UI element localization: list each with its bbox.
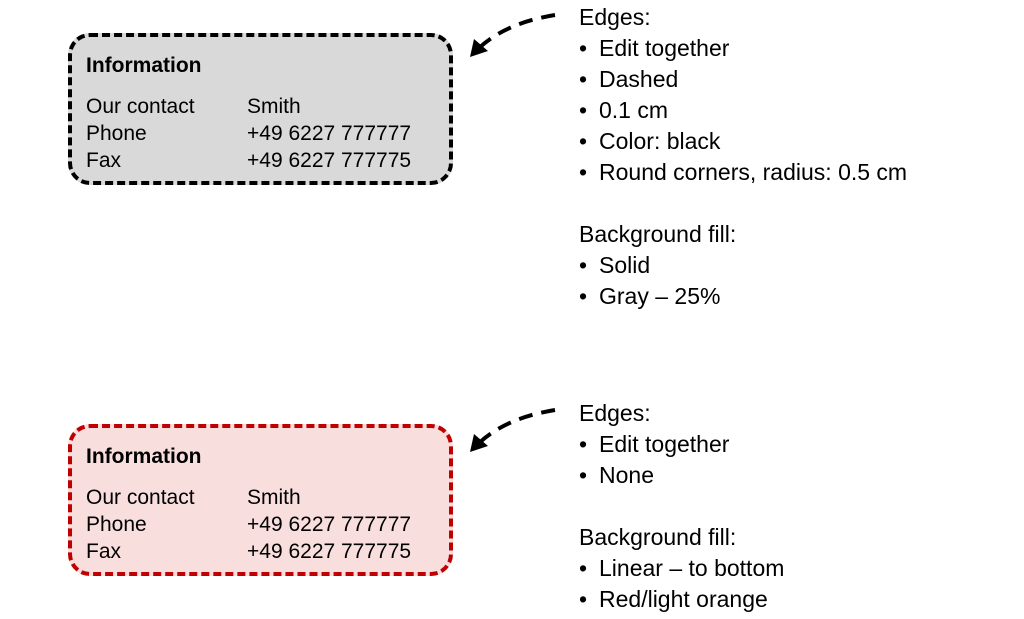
fax-value: +49 6227 777775 xyxy=(247,540,412,563)
fax-label: Fax xyxy=(86,540,122,563)
note-text: Edit together xyxy=(599,35,730,61)
fax-label: Fax xyxy=(86,149,122,172)
note-item: • None xyxy=(579,460,784,491)
note-text: Solid xyxy=(599,252,651,278)
bullet-icon: • xyxy=(579,128,588,154)
bullet-icon: • xyxy=(579,462,588,488)
info-card-red: Information Our contact Smith Phone +49 … xyxy=(68,424,453,576)
note-item: • 0.1 cm xyxy=(579,95,907,126)
fax-row: Fax +49 6227 777775 xyxy=(86,538,426,565)
bullet-icon: • xyxy=(579,283,588,309)
fax-row: Fax +49 6227 777775 xyxy=(86,147,426,174)
contact-label: Our contact xyxy=(86,95,195,118)
contact-row: Our contact Smith xyxy=(86,484,426,511)
phone-label: Phone xyxy=(86,513,147,536)
phone-row: Phone +49 6227 777777 xyxy=(86,120,426,147)
bullet-icon: • xyxy=(579,431,588,457)
pointer-arrow-icon xyxy=(470,408,556,452)
bullet-icon: • xyxy=(579,252,588,278)
contact-label: Our contact xyxy=(86,486,195,509)
note-text: None xyxy=(599,462,654,488)
bullet-icon: • xyxy=(579,586,588,612)
info-card-gray: Information Our contact Smith Phone +49 … xyxy=(68,33,453,185)
bullet-icon: • xyxy=(579,555,588,581)
card-title: Information xyxy=(86,445,202,468)
card-title: Information xyxy=(86,54,202,77)
note-text: Edit together xyxy=(599,431,730,457)
note-text: Color: black xyxy=(599,128,721,154)
note-item: • Round corners, radius: 0.5 cm xyxy=(579,157,907,188)
note-text: Linear – to bottom xyxy=(599,555,785,581)
phone-row: Phone +49 6227 777777 xyxy=(86,511,426,538)
note-text: Dashed xyxy=(599,66,679,92)
edges-heading: Edges: xyxy=(579,4,651,30)
bullet-icon: • xyxy=(579,66,588,92)
note-text: Red/light orange xyxy=(599,586,768,612)
bullet-icon: • xyxy=(579,97,588,123)
fill-heading: Background fill: xyxy=(579,524,737,550)
phone-value: +49 6227 777777 xyxy=(247,122,412,145)
phone-value: +49 6227 777777 xyxy=(247,513,412,536)
note-item: • Gray – 25% xyxy=(579,281,907,312)
notes-block-1: Edges: • Edit together • Dashed • 0.1 cm • C… xyxy=(579,2,907,312)
note-item: • Dashed xyxy=(579,64,907,95)
note-item: • Edit together xyxy=(579,429,784,460)
contact-value: Smith xyxy=(247,486,301,509)
phone-label: Phone xyxy=(86,122,147,145)
note-item: • Red/light orange xyxy=(579,584,784,615)
note-item: • Linear – to bottom xyxy=(579,553,784,584)
pointer-arrow-icon xyxy=(470,13,556,57)
notes-block-2: Edges: • Edit together • None Background f… xyxy=(579,398,784,615)
note-text: Gray – 25% xyxy=(599,283,721,309)
spacer xyxy=(579,491,784,522)
fax-value: +49 6227 777775 xyxy=(247,149,412,172)
spacer xyxy=(579,188,907,219)
note-text: 0.1 cm xyxy=(599,97,669,123)
bullet-icon: • xyxy=(579,159,588,185)
note-item: • Solid xyxy=(579,250,907,281)
note-item: • Edit together xyxy=(579,33,907,64)
bullet-icon: • xyxy=(579,35,588,61)
edges-heading: Edges: xyxy=(579,400,651,426)
note-text: Round corners, radius: 0.5 cm xyxy=(599,159,908,185)
note-item: • Color: black xyxy=(579,126,907,157)
contact-row: Our contact Smith xyxy=(86,93,426,120)
fill-heading: Background fill: xyxy=(579,221,737,247)
contact-value: Smith xyxy=(247,95,301,118)
